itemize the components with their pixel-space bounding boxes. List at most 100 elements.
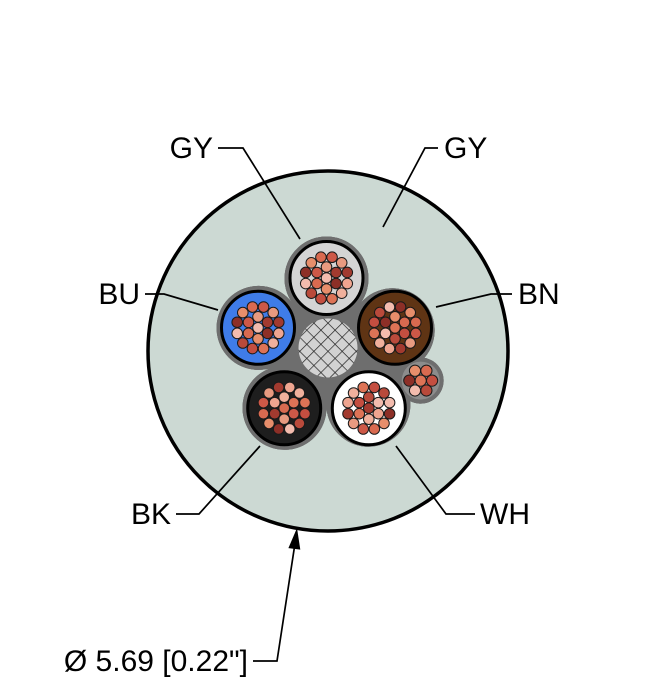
copper-strand	[389, 310, 401, 323]
copper-strand	[330, 266, 342, 279]
conductor-bn	[357, 289, 433, 366]
copper-strand	[420, 384, 433, 397]
copper-strand	[326, 251, 338, 264]
copper-strand	[374, 337, 386, 349]
copper-strand	[237, 306, 249, 319]
copper-strand	[409, 316, 422, 329]
copper-strand	[293, 387, 306, 399]
copper-strand	[315, 292, 327, 305]
copper-strand	[379, 327, 392, 340]
copper-strand	[404, 337, 416, 349]
copper-strand	[320, 283, 333, 295]
copper-strand	[246, 342, 259, 355]
copper-strand	[257, 407, 270, 420]
copper-strand	[242, 316, 255, 329]
copper-strand	[398, 316, 411, 329]
copper-strand	[311, 266, 323, 279]
copper-strand	[378, 417, 390, 430]
label-diameter: Ø 5.69 [0.22"]	[64, 645, 248, 678]
copper-strand	[305, 287, 318, 299]
copper-strand	[362, 391, 375, 404]
copper-strand	[283, 423, 296, 435]
conductor-gy	[288, 240, 365, 316]
copper-strand	[420, 364, 433, 377]
copper-strand	[311, 277, 323, 290]
copper-strand	[368, 327, 381, 340]
copper-strand	[372, 407, 385, 420]
copper-strand	[326, 292, 338, 305]
copper-strand	[383, 342, 396, 355]
copper-strand	[383, 301, 396, 313]
copper-strand	[242, 327, 255, 340]
copper-strand	[374, 306, 386, 319]
leader-bk	[176, 445, 261, 515]
copper-strand	[278, 391, 291, 404]
copper-strand	[257, 301, 270, 313]
copper-strand	[342, 396, 354, 409]
copper-strand	[404, 306, 416, 319]
label-gy-core: GY	[170, 132, 213, 165]
copper-strand	[278, 402, 291, 415]
conductor-bk	[246, 370, 323, 447]
copper-strand	[389, 332, 401, 345]
label-bk: BK	[131, 498, 171, 531]
copper-strand	[353, 407, 366, 420]
copper-strand	[257, 396, 270, 409]
copper-strand	[362, 413, 375, 426]
copper-strand	[383, 396, 396, 409]
copper-strand	[368, 381, 381, 394]
copper-strand	[408, 364, 422, 377]
copper-strand	[299, 396, 311, 409]
copper-strand	[368, 316, 381, 329]
copper-strand	[252, 321, 264, 334]
copper-strand	[368, 423, 381, 435]
copper-strand	[263, 387, 275, 399]
copper-strand	[252, 310, 264, 323]
copper-strand	[237, 337, 249, 349]
copper-strand	[341, 266, 354, 279]
copper-strand	[426, 374, 439, 387]
copper-strand	[330, 277, 342, 290]
copper-strand	[278, 413, 291, 426]
copper-strand	[287, 396, 300, 409]
copper-strand	[267, 306, 279, 319]
copper-strand	[357, 381, 370, 394]
center-filler-crosshatch	[298, 318, 358, 378]
copper-strand	[362, 402, 375, 415]
copper-strand	[293, 417, 306, 430]
copper-strand	[287, 407, 300, 420]
copper-strand	[403, 374, 416, 387]
copper-strand	[299, 407, 311, 420]
copper-strand	[257, 342, 270, 355]
copper-strand	[372, 396, 385, 409]
leader-bn	[435, 293, 512, 308]
copper-strand	[342, 407, 354, 420]
copper-strand	[305, 257, 318, 269]
copper-strand	[272, 423, 285, 435]
label-wh: WH	[480, 498, 530, 531]
copper-strand	[341, 277, 354, 290]
copper-strand	[320, 272, 333, 284]
copper-strand	[272, 316, 285, 329]
copper-strand	[268, 396, 281, 409]
copper-strand	[299, 277, 312, 290]
copper-strand	[315, 251, 327, 264]
conductor-wh	[330, 370, 407, 447]
drain-wire-bundle	[401, 361, 440, 400]
copper-strand	[347, 417, 360, 430]
copper-strand	[261, 327, 274, 340]
copper-strand	[335, 287, 348, 299]
copper-strand	[299, 266, 312, 279]
leader-wh	[395, 445, 475, 515]
copper-strand	[389, 321, 401, 334]
copper-strand	[379, 316, 392, 329]
copper-strand	[353, 396, 366, 409]
label-bu: BU	[98, 278, 140, 311]
copper-strand	[267, 337, 279, 349]
conductor-bu	[220, 289, 296, 366]
leader-gy-jacket	[382, 147, 438, 228]
arrowhead-icon	[288, 528, 301, 550]
copper-strand	[378, 387, 390, 399]
